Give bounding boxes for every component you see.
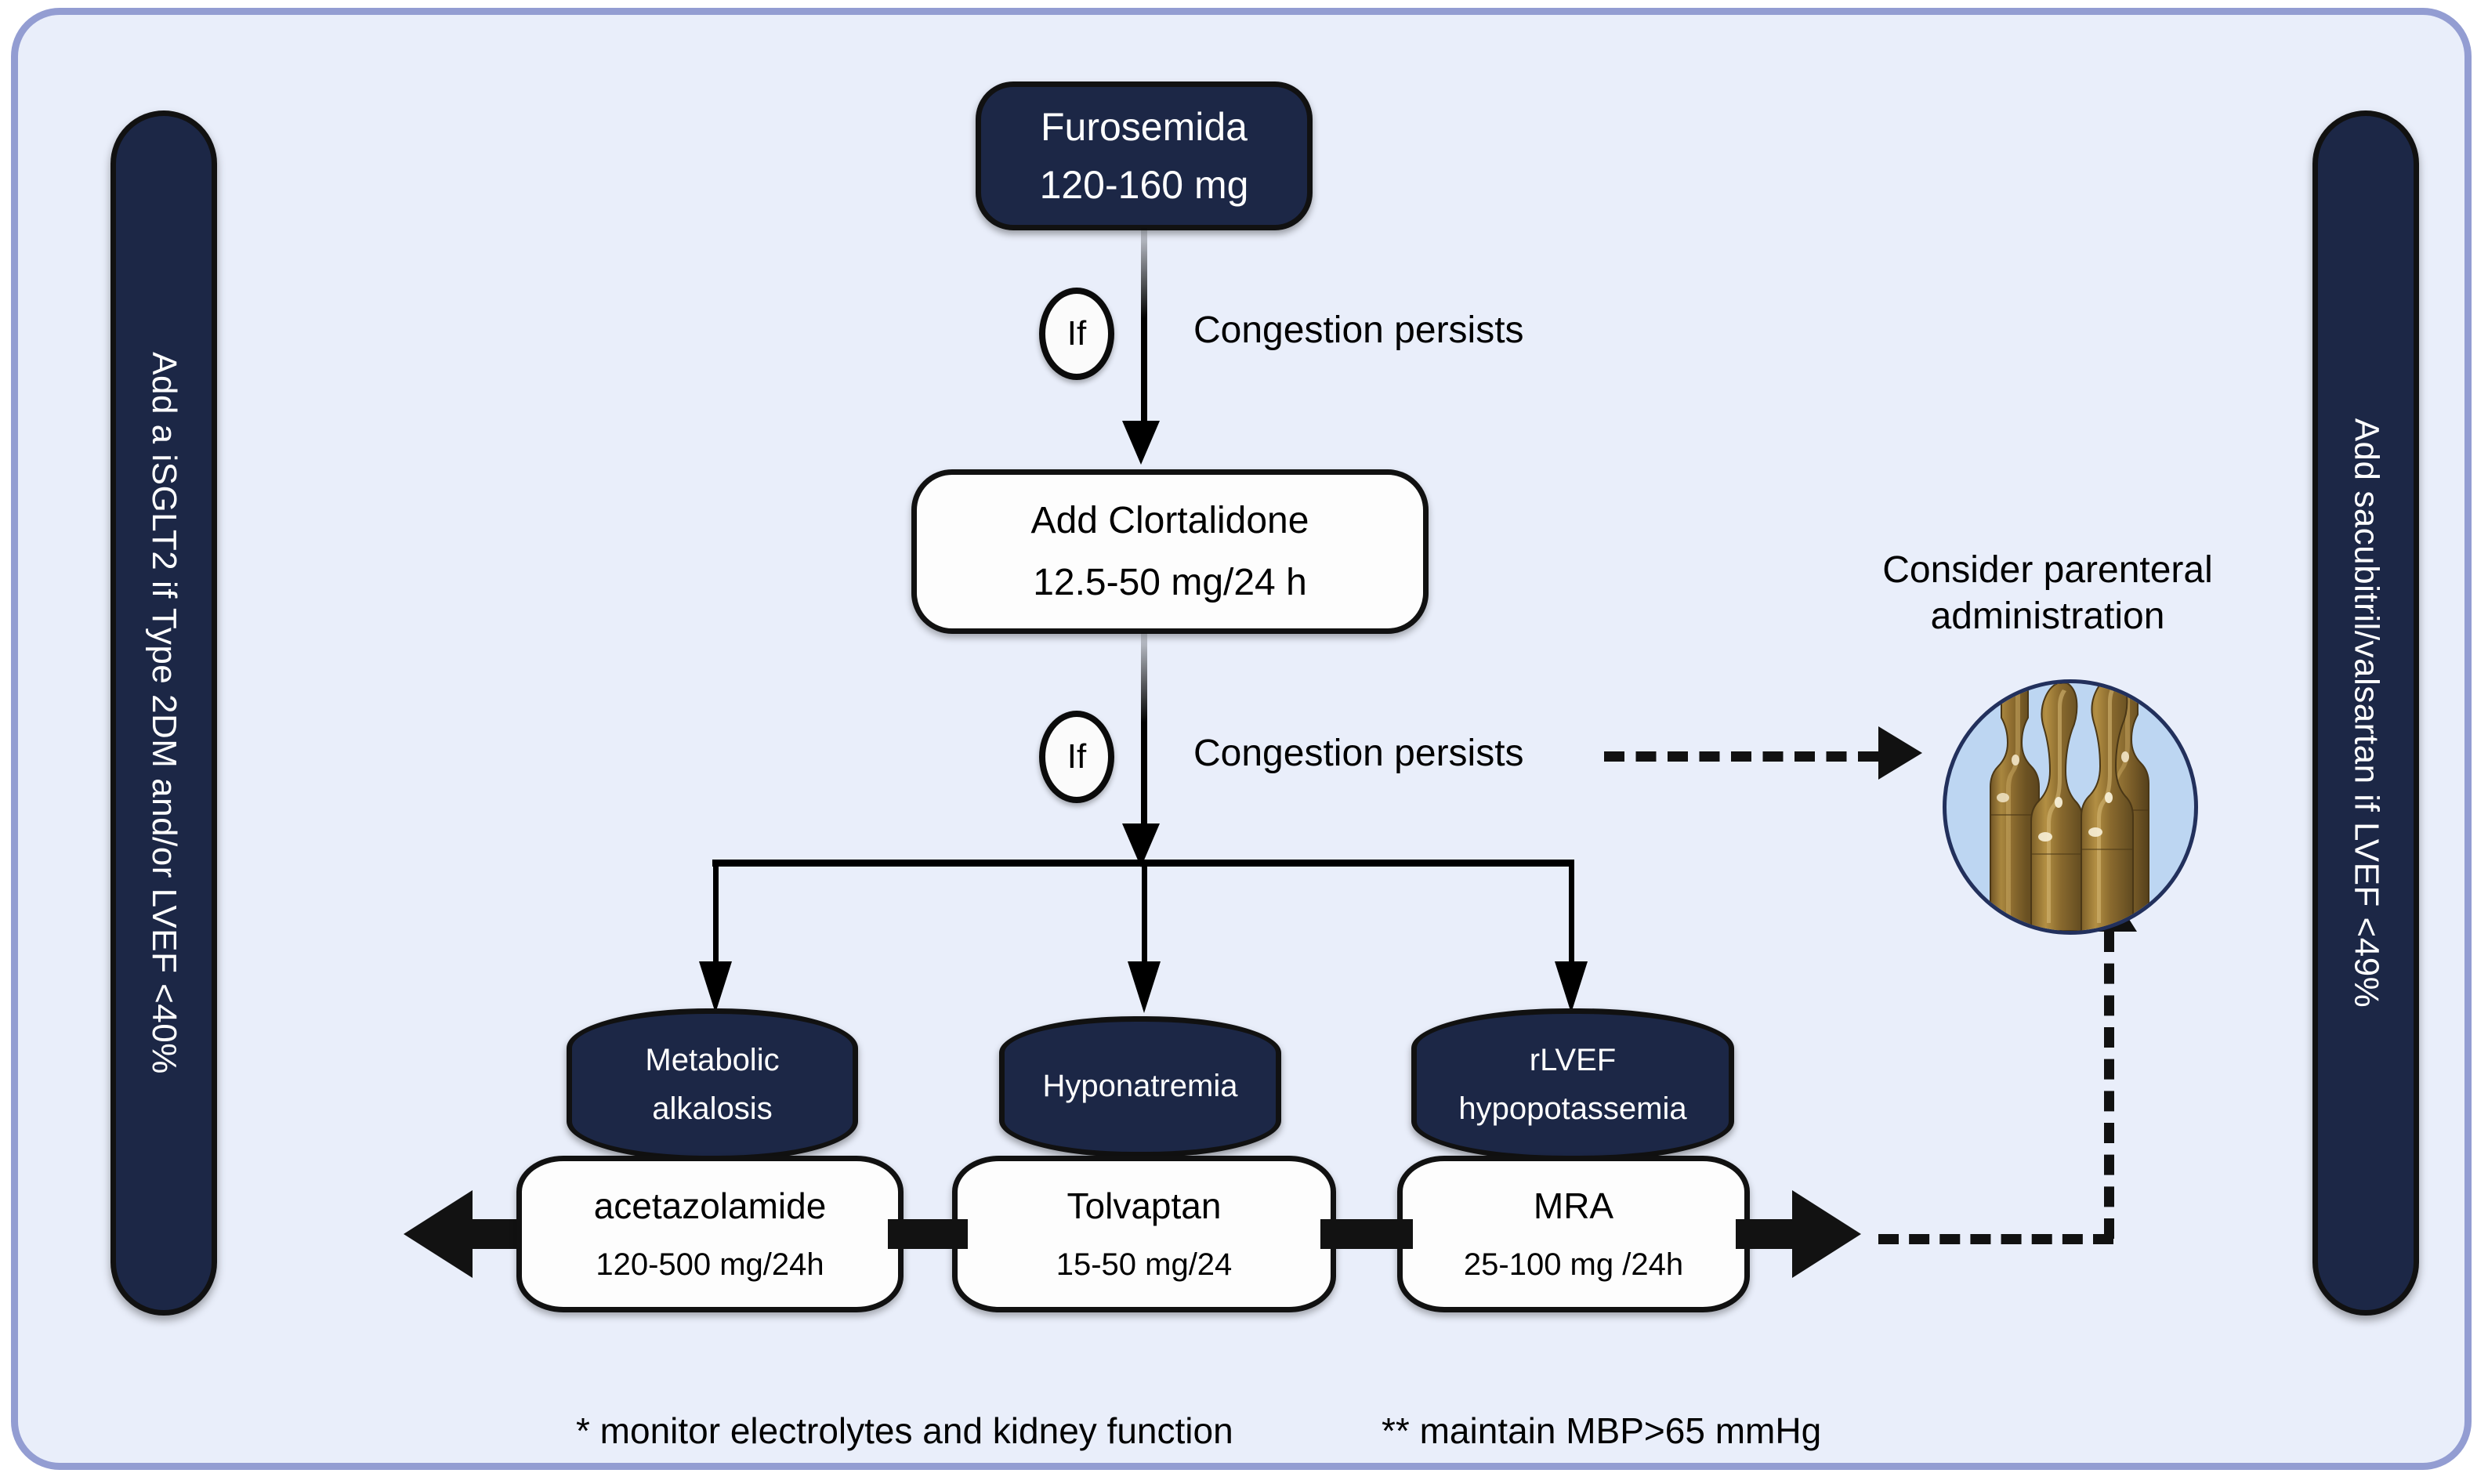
dashed-connector-to-parenteral	[1604, 751, 1878, 762]
footnote-maintain-mbp: ** maintain MBP>65 mmHg	[1382, 1410, 1822, 1451]
node-drug-mra[interactable]: MRA 25-100 mg /24h	[1397, 1156, 1750, 1312]
banner-right-sacubitril: Add sacubitril/valsartan if LVEF <49%	[2312, 110, 2419, 1316]
decision-if-2: If	[1039, 711, 1114, 803]
condition-2-line2: hypopotassemia	[1458, 1091, 1687, 1126]
condition-0-line1: Metabolic	[645, 1043, 780, 1078]
branch-leg-right	[1569, 860, 1574, 971]
condition-0-line2: alkalosis	[652, 1091, 773, 1126]
node-drug-tolvaptan[interactable]: Tolvaptan 15-50 mg/24	[952, 1156, 1336, 1312]
drug-2-dose: 25-100 mg /24h	[1463, 1247, 1684, 1282]
node-furosemida-name: Furosemida	[1041, 105, 1248, 149]
node-drug-acetazolamide[interactable]: acetazolamide 120-500 mg/24h	[516, 1156, 904, 1312]
dashed-connector-mra-horizontal	[1878, 1234, 2113, 1244]
parenteral-line2: administration	[1930, 595, 2165, 637]
branch-leg-center	[1142, 860, 1147, 971]
decision-if-1-label: If	[1067, 314, 1087, 353]
ampoule-front-left	[2030, 683, 2084, 931]
connector-tolvaptan-mra	[1320, 1219, 1413, 1249]
decision-if-2-label: If	[1067, 737, 1087, 776]
arrow-down-icon	[1122, 421, 1160, 465]
node-condition-metabolic-alkalosis[interactable]: Metabolic alkalosis	[567, 1008, 858, 1161]
node-add-clortalidone[interactable]: Add Clortalidone 12.5-50 mg/24 h	[911, 469, 1429, 634]
label-consider-parenteral: Consider parenteral administration	[1844, 548, 2251, 639]
connector-acetazolamide-tolvaptan	[888, 1219, 968, 1249]
node-furosemida-dose: 120-160 mg	[1039, 163, 1249, 207]
ampoule-front-right	[2081, 683, 2134, 931]
connector-clortalidone-to-branch	[1141, 632, 1147, 828]
dashed-connector-mra-vertical	[2104, 932, 2114, 1239]
drug-0-dose: 120-500 mg/24h	[596, 1247, 824, 1282]
drug-1-name: Tolvaptan	[1067, 1185, 1222, 1226]
ampoule-back-left	[1990, 683, 2040, 931]
label-congestion-persists-2: Congestion persists	[1193, 733, 1524, 774]
footnote-monitor-electrolytes: * monitor electrolytes and kidney functi…	[576, 1410, 1233, 1451]
arrow-right-shaft	[1736, 1219, 1798, 1249]
decision-if-1: If	[1039, 288, 1114, 380]
label-congestion-persists-1: Congestion persists	[1193, 309, 1524, 351]
connector-furosemida-to-clortalidone	[1141, 228, 1147, 424]
drug-1-dose: 15-50 mg/24	[1056, 1247, 1233, 1282]
ampoule-vials-icon	[1943, 679, 2198, 935]
parenteral-line1: Consider parenteral	[1882, 549, 2213, 591]
node-clortalidone-name: Add Clortalidone	[1030, 499, 1309, 541]
banner-left-text: Add a iSGLT2 if Type 2DM and/or LVEF <40…	[145, 352, 183, 1074]
node-furosemida[interactable]: Furosemida 120-160 mg	[976, 81, 1313, 230]
arrow-right-icon	[1792, 1190, 1861, 1278]
arrow-left-icon	[404, 1190, 473, 1278]
arrow-down-icon	[1555, 961, 1588, 1013]
arrow-down-icon	[1128, 961, 1161, 1013]
node-clortalidone-dose: 12.5-50 mg/24 h	[1033, 562, 1307, 603]
node-condition-rlvef-hypopotassemia[interactable]: rLVEF hypopotassemia	[1411, 1008, 1734, 1161]
node-condition-hyponatremia[interactable]: Hyponatremia	[999, 1016, 1281, 1157]
arrow-down-icon	[699, 961, 732, 1013]
arrow-right-icon	[1878, 726, 1922, 780]
banner-right-text: Add sacubitril/valsartan if LVEF <49%	[2347, 418, 2386, 1008]
drug-0-name: acetazolamide	[593, 1185, 827, 1226]
banner-left-isglt2: Add a iSGLT2 if Type 2DM and/or LVEF <40…	[110, 110, 217, 1316]
drug-2-name: MRA	[1533, 1185, 1614, 1226]
ampoule-illustration	[1990, 683, 2149, 931]
diagram-frame: Add a iSGLT2 if Type 2DM and/or LVEF <40…	[11, 8, 2472, 1470]
condition-1-line1: Hyponatremia	[1042, 1069, 1238, 1104]
branch-leg-left	[713, 860, 719, 971]
condition-2-line1: rLVEF	[1529, 1043, 1617, 1078]
